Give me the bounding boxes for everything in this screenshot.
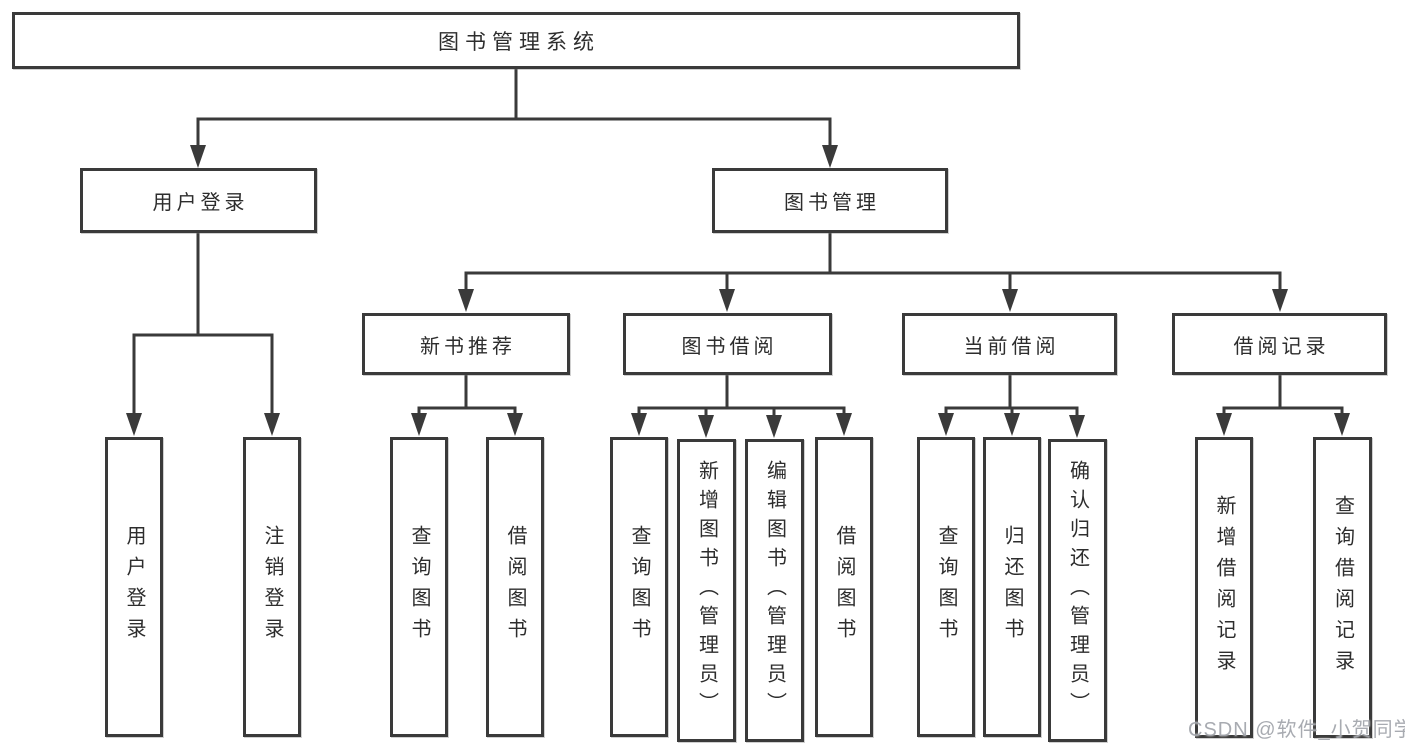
node-book-management: 图书管理 — [712, 168, 948, 233]
node-label: 借阅图书 — [504, 525, 526, 649]
node-leaf-query-books-3: 查询图书 — [917, 437, 975, 737]
node-leaf-return-books: 归还图书 — [983, 437, 1041, 737]
node-label: 查询图书 — [628, 525, 650, 649]
node-label: 用户登录 — [123, 525, 145, 649]
node-leaf-query-books-1: 查询图书 — [390, 437, 448, 737]
node-label: 归还图书 — [1001, 525, 1023, 649]
node-new-book-recommendation: 新书推荐 — [362, 313, 570, 375]
node-leaf-add-book-admin: 新增图书（管理员） — [677, 439, 736, 742]
node-leaf-borrow-books-1: 借阅图书 — [486, 437, 544, 737]
node-library-management-system: 图书管理系统 — [12, 12, 1020, 69]
node-label: 确认归还（管理员） — [1066, 460, 1089, 721]
node-leaf-borrow-books-2: 借阅图书 — [815, 437, 873, 737]
node-book-borrowing: 图书借阅 — [623, 313, 832, 375]
node-label: 查询图书 — [408, 525, 430, 649]
node-label: 新增借阅记录 — [1213, 494, 1235, 681]
node-user-login: 用户登录 — [80, 168, 317, 233]
node-leaf-query-borrow-record: 查询借阅记录 — [1313, 437, 1372, 738]
node-leaf-add-borrow-record: 新增借阅记录 — [1195, 437, 1253, 738]
node-label: 编辑图书（管理员） — [763, 460, 786, 721]
node-label: 借阅图书 — [833, 525, 855, 649]
node-leaf-edit-book-admin: 编辑图书（管理员） — [745, 439, 804, 742]
node-leaf-confirm-return-admin: 确认归还（管理员） — [1048, 439, 1107, 742]
node-borrowing-records: 借阅记录 — [1172, 313, 1387, 375]
node-label: 新增图书（管理员） — [695, 460, 718, 721]
node-leaf-logout: 注销登录 — [243, 437, 301, 737]
node-label: 查询图书 — [935, 525, 957, 649]
node-current-borrowing: 当前借阅 — [902, 313, 1117, 375]
node-label: 查询借阅记录 — [1331, 494, 1354, 681]
node-label: 注销登录 — [261, 525, 283, 649]
node-leaf-query-books-2: 查询图书 — [610, 437, 668, 737]
node-leaf-user-login: 用户登录 — [105, 437, 163, 737]
csdn-watermark: CSDN @软件_小贺同学 — [1188, 719, 1405, 741]
